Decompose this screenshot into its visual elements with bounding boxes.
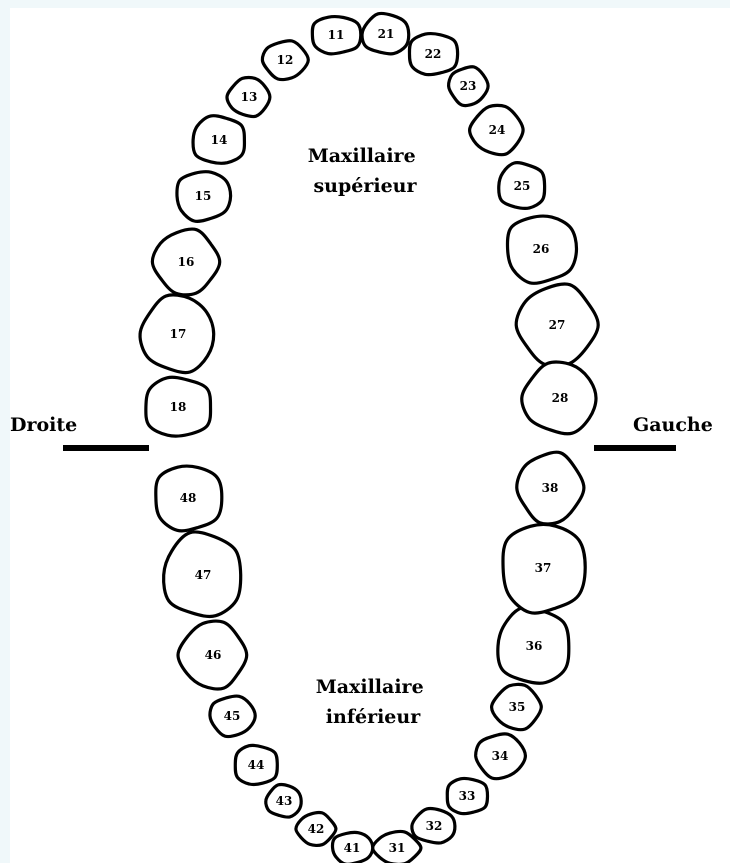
tooth-number: 27 (549, 318, 566, 332)
tooth-number: 42 (308, 822, 325, 836)
tooth-15: 15 (177, 172, 231, 222)
chart-canvas (10, 8, 730, 863)
tooth-number: 36 (526, 639, 543, 653)
tooth-25: 25 (499, 163, 545, 209)
tooth-number: 18 (170, 400, 187, 414)
tooth-32: 32 (412, 809, 455, 844)
left-side-bar (594, 445, 676, 451)
tooth-number: 31 (389, 841, 406, 855)
tooth-number: 47 (195, 568, 212, 582)
tooth-14: 14 (193, 116, 244, 164)
tooth-number: 11 (328, 28, 345, 42)
upper-jaw-label-line-1: Maxillaire (308, 145, 416, 167)
tooth-47: 47 (164, 532, 241, 617)
tooth-21: 21 (362, 13, 409, 53)
tooth-37: 37 (503, 525, 585, 614)
tooth-number: 38 (542, 481, 559, 495)
lower-jaw-label-line-2: inférieur (326, 706, 421, 728)
tooth-number: 15 (195, 189, 212, 203)
tooth-number: 13 (241, 90, 258, 104)
tooth-42: 42 (296, 813, 336, 846)
tooth-number: 43 (276, 794, 293, 808)
tooth-number: 41 (344, 841, 361, 855)
tooth-33: 33 (447, 778, 487, 813)
tooth-44: 44 (235, 745, 277, 784)
tooth-number: 17 (170, 327, 187, 341)
tooth-number: 37 (535, 561, 552, 575)
tooth-43: 43 (266, 785, 301, 818)
tooth-number: 33 (459, 789, 476, 803)
lower-jaw-label-line-1: Maxillaire (316, 676, 424, 698)
tooth-number: 25 (514, 179, 531, 193)
tooth-number: 24 (489, 123, 506, 137)
tooth-number: 23 (460, 79, 477, 93)
tooth-36: 36 (498, 607, 569, 683)
tooth-number: 46 (205, 648, 222, 662)
upper-jaw-label-line-2: supérieur (313, 175, 417, 197)
tooth-number: 45 (224, 709, 241, 723)
tooth-48: 48 (156, 466, 222, 531)
tooth-18: 18 (146, 377, 211, 436)
tooth-number: 35 (509, 700, 526, 714)
tooth-number: 22 (425, 47, 442, 61)
tooth-41: 41 (333, 832, 373, 863)
tooth-number: 48 (180, 491, 197, 505)
right-side-bar (63, 445, 149, 451)
tooth-26: 26 (507, 216, 576, 283)
tooth-number: 28 (552, 391, 569, 405)
right-side-label: Droite (10, 414, 77, 436)
tooth-23: 23 (449, 67, 489, 106)
tooth-number: 34 (492, 749, 509, 763)
tooth-number: 21 (378, 27, 395, 41)
tooth-number: 16 (178, 255, 195, 269)
tooth-number: 32 (426, 819, 443, 833)
tooth-number: 26 (533, 242, 550, 256)
tooth-number: 14 (211, 133, 228, 147)
tooth-number: 44 (248, 758, 265, 772)
tooth-number: 12 (277, 53, 294, 67)
tooth-11: 11 (312, 17, 360, 54)
tooth-45: 45 (210, 696, 255, 737)
tooth-22: 22 (409, 34, 457, 75)
left-side-label: Gauche (633, 414, 713, 436)
